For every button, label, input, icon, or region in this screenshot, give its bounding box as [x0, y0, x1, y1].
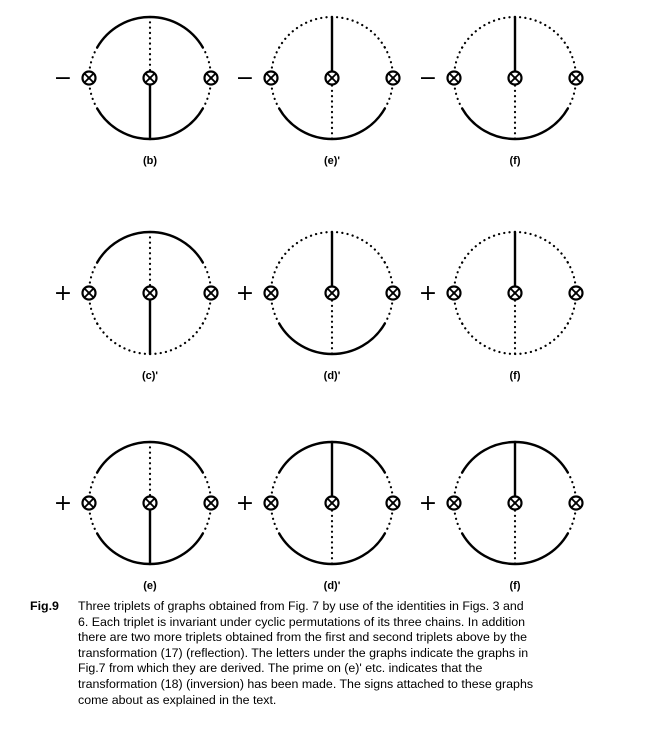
chain-endpoint-marker: [507, 495, 523, 511]
graph-sign: −: [54, 66, 72, 91]
graph-sign: +: [419, 281, 437, 306]
marker-center-dot: [513, 291, 517, 295]
marker-center-dot: [513, 501, 517, 505]
graph-label: (d)': [324, 580, 341, 592]
chain-endpoint-marker: [446, 70, 462, 86]
chain-endpoint-marker: [507, 285, 523, 301]
graph-sign: +: [236, 281, 254, 306]
graph-row-1: − (b) − (e)' − (f): [54, 15, 584, 167]
graph: − (f): [419, 15, 584, 167]
marker-center-dot: [574, 501, 578, 505]
chain-endpoint-marker: [81, 285, 97, 301]
marker-center-dot: [87, 501, 91, 505]
marker-center-dot: [87, 291, 91, 295]
caption-line-6: transformation (18) (inversion) has been…: [78, 676, 534, 691]
graph: − (e)': [236, 15, 401, 167]
marker-center-dot: [209, 291, 213, 295]
graph-sign: +: [236, 491, 254, 516]
chain-endpoint-marker: [385, 285, 401, 301]
marker-center-dot: [209, 76, 213, 80]
graph-label: (e)': [324, 155, 340, 167]
graph-label: (e): [143, 580, 157, 592]
marker-center-dot: [87, 76, 91, 80]
caption-label: Fig.9: [30, 599, 59, 613]
graph: + (d)': [236, 440, 401, 592]
caption-line-3: there are two more triplets obtained fro…: [78, 630, 528, 645]
figure-caption: Fig.9 Three triplets of graphs obtained f…: [30, 599, 656, 708]
chain-endpoint-marker: [324, 495, 340, 511]
chain-endpoint-marker: [263, 70, 279, 86]
graph-row-3: + (e) + (d)' + (f): [54, 440, 584, 592]
graph: + (f): [419, 440, 584, 592]
graph-label: (f): [510, 155, 521, 167]
marker-center-dot: [209, 501, 213, 505]
graph: + (e): [54, 440, 219, 592]
marker-center-dot: [330, 291, 334, 295]
graph-sign: +: [419, 491, 437, 516]
chain-endpoint-marker: [324, 70, 340, 86]
chain-endpoint-marker: [446, 285, 462, 301]
chain-endpoint-marker: [203, 495, 219, 511]
marker-center-dot: [574, 291, 578, 295]
chain-endpoint-marker: [324, 285, 340, 301]
marker-center-dot: [513, 76, 517, 80]
graph-label: (f): [510, 580, 521, 592]
graph-label: (c)': [142, 370, 158, 382]
chain-endpoint-marker: [263, 495, 279, 511]
chain-endpoint-marker: [385, 70, 401, 86]
marker-center-dot: [452, 501, 456, 505]
caption-line-2: 6. Each triplet is invariant under cycli…: [78, 614, 525, 629]
chain-endpoint-marker: [507, 70, 523, 86]
marker-center-dot: [391, 76, 395, 80]
chain-endpoint-marker: [81, 70, 97, 86]
chain-endpoint-marker: [81, 495, 97, 511]
marker-center-dot: [269, 501, 273, 505]
marker-center-dot: [148, 76, 152, 80]
caption-line-4: transformation (17) (reflection). The le…: [78, 645, 529, 660]
marker-center-dot: [574, 76, 578, 80]
graph-sign: −: [236, 66, 254, 91]
marker-center-dot: [330, 76, 334, 80]
graph-label: (b): [143, 155, 157, 167]
graph-label: (d)': [324, 370, 341, 382]
caption-line-1: Three triplets of graphs obtained from F…: [78, 599, 524, 613]
graph-triplets-figure: − (b) − (e)' − (f) + (c)' + (d)' + (f) + (e) + (d)' + (f): [54, 15, 584, 592]
chain-endpoint-marker: [203, 70, 219, 86]
caption-line-5: Fig.7 from which they are derived. The p…: [78, 661, 483, 676]
marker-center-dot: [269, 76, 273, 80]
marker-center-dot: [452, 291, 456, 295]
marker-center-dot: [452, 76, 456, 80]
marker-center-dot: [330, 501, 334, 505]
graph: + (f): [419, 230, 584, 382]
graph-sign: +: [54, 491, 72, 516]
graph-row-2: + (c)' + (d)' + (f): [54, 230, 584, 382]
graph-sign: +: [54, 281, 72, 306]
graph: + (c)': [54, 230, 219, 382]
graph-sign: −: [419, 66, 437, 91]
marker-center-dot: [148, 291, 152, 295]
graph: + (d)': [236, 230, 401, 382]
chain-endpoint-marker: [568, 70, 584, 86]
chain-endpoint-marker: [142, 70, 158, 86]
chain-endpoint-marker: [385, 495, 401, 511]
chain-endpoint-marker: [568, 495, 584, 511]
marker-center-dot: [391, 501, 395, 505]
marker-center-dot: [269, 291, 273, 295]
chain-endpoint-marker: [568, 285, 584, 301]
caption-line-7: come about as explained in the text.: [78, 692, 277, 707]
chain-endpoint-marker: [142, 285, 158, 301]
chain-endpoint-marker: [203, 285, 219, 301]
chain-endpoint-marker: [446, 495, 462, 511]
chain-endpoint-marker: [142, 495, 158, 511]
marker-center-dot: [391, 291, 395, 295]
chain-endpoint-marker: [263, 285, 279, 301]
graph-label: (f): [510, 370, 521, 382]
graph: − (b): [54, 15, 219, 167]
marker-center-dot: [148, 501, 152, 505]
